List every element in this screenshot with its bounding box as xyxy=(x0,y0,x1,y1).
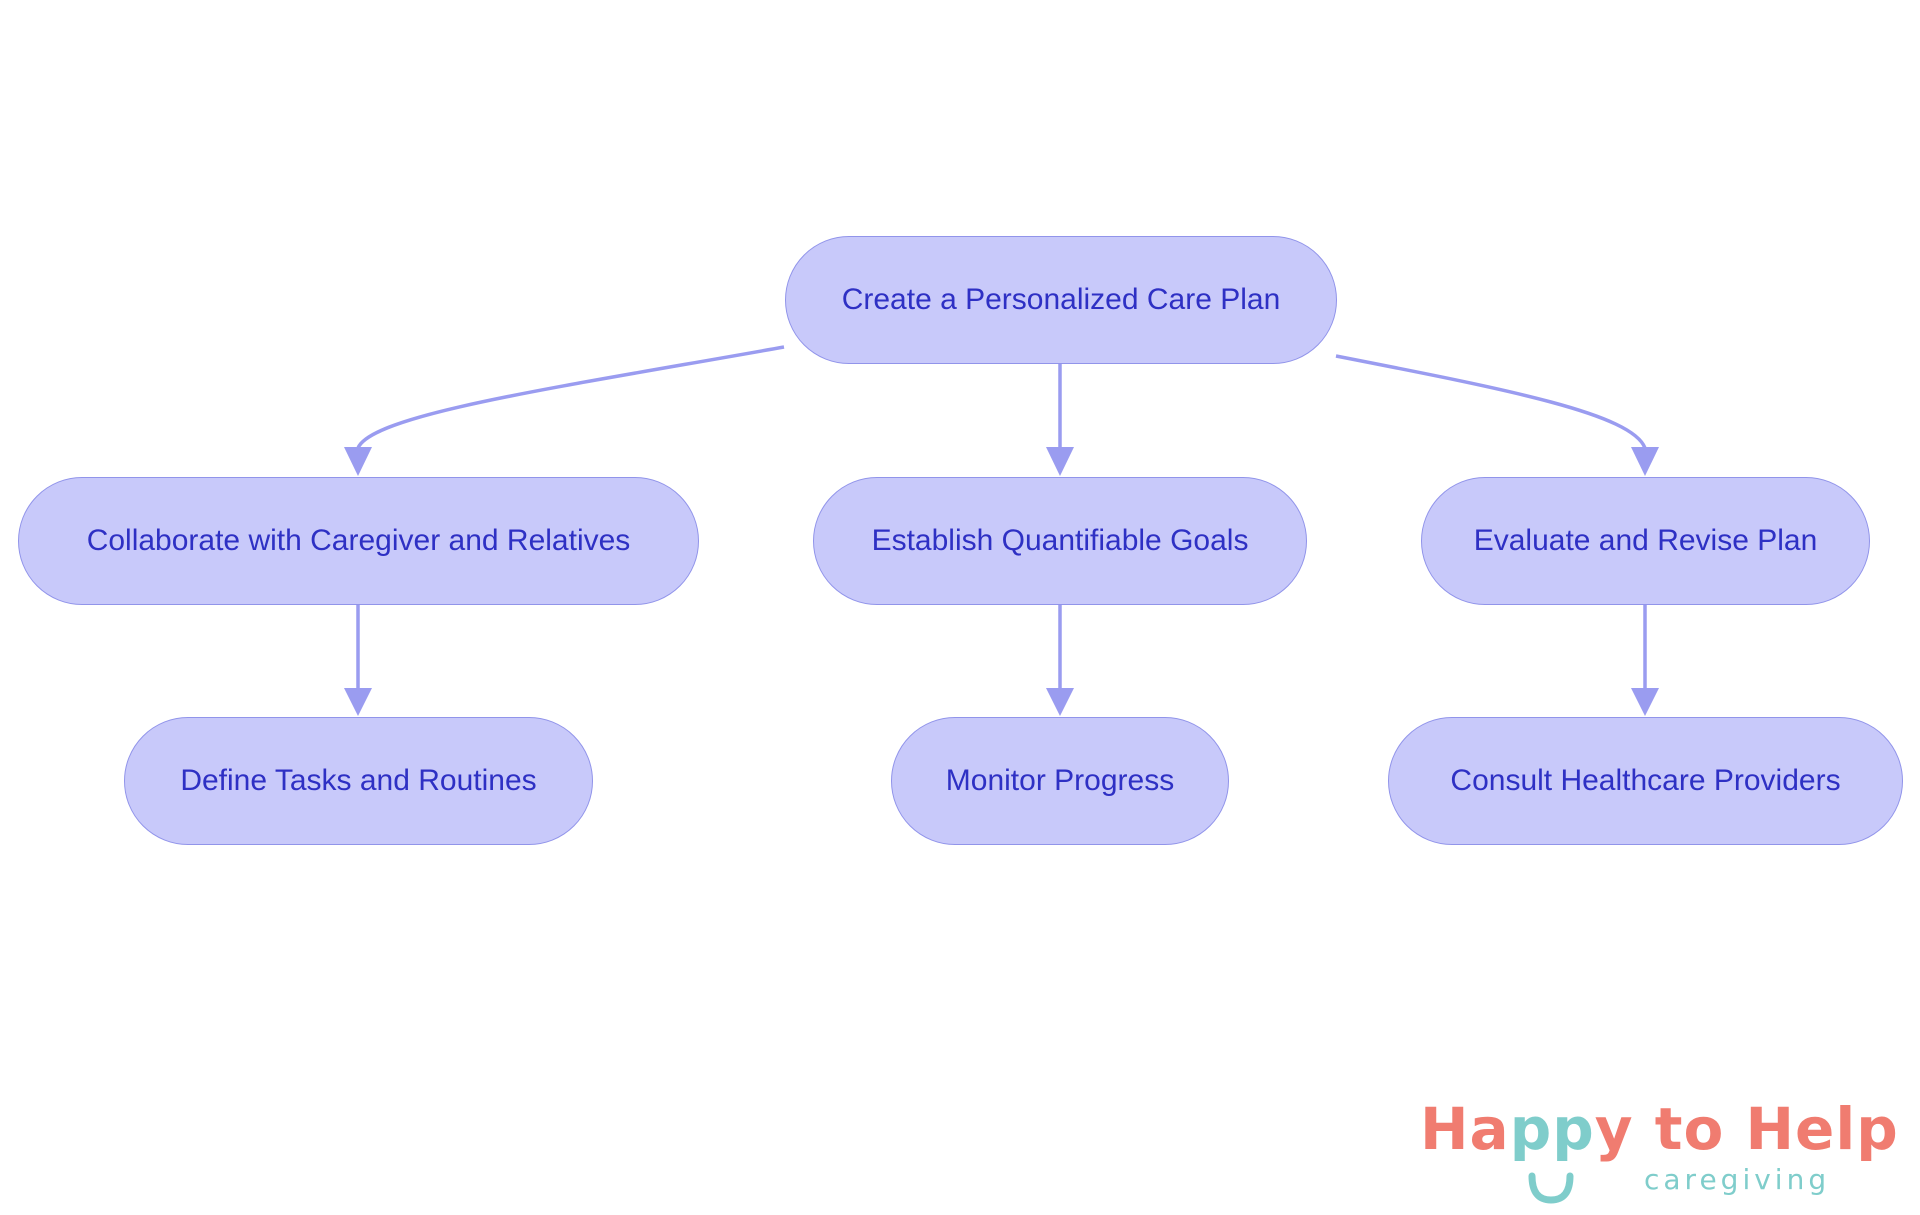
arrow-to-monitor xyxy=(1046,688,1074,716)
brand-logo: Happy to Help caregiving xyxy=(1412,1100,1898,1205)
logo-title-part: Ha xyxy=(1420,1095,1510,1163)
node-establish-goals: Establish Quantifiable Goals xyxy=(813,477,1307,605)
logo-title-part: pp xyxy=(1509,1095,1595,1163)
logo-subtitle: caregiving xyxy=(1644,1163,1831,1196)
arrow-to-evaluate xyxy=(1631,447,1659,476)
node-label: Evaluate and Revise Plan xyxy=(1473,524,1818,557)
node-label: Collaborate with Caregiver and Relatives xyxy=(86,524,631,557)
arrow-to-consult xyxy=(1631,688,1659,716)
logo-title-part: y to Help xyxy=(1594,1095,1899,1163)
node-label: Monitor Progress xyxy=(945,764,1175,797)
arrow-to-goals xyxy=(1046,447,1074,476)
node-monitor-progress: Monitor Progress xyxy=(891,717,1229,845)
node-label: Establish Quantifiable Goals xyxy=(871,524,1249,557)
logo-title: Happy to Help xyxy=(1420,1100,1899,1158)
node-label: Define Tasks and Routines xyxy=(180,764,537,797)
arrow-to-tasks xyxy=(344,688,372,716)
node-label: Consult Healthcare Providers xyxy=(1450,764,1841,797)
node-consult-providers: Consult Healthcare Providers xyxy=(1388,717,1903,845)
node-collaborate: Collaborate with Caregiver and Relatives xyxy=(18,477,699,605)
smile-icon xyxy=(1528,1172,1574,1204)
node-create-care-plan: Create a Personalized Care Plan xyxy=(785,236,1337,364)
node-label: Create a Personalized Care Plan xyxy=(841,283,1281,316)
arrow-to-collab xyxy=(344,447,372,476)
edge-root-collab xyxy=(356,345,785,449)
edge-root-evaluate xyxy=(1335,354,1647,449)
node-define-tasks: Define Tasks and Routines xyxy=(124,717,593,845)
node-evaluate-revise: Evaluate and Revise Plan xyxy=(1421,477,1870,605)
